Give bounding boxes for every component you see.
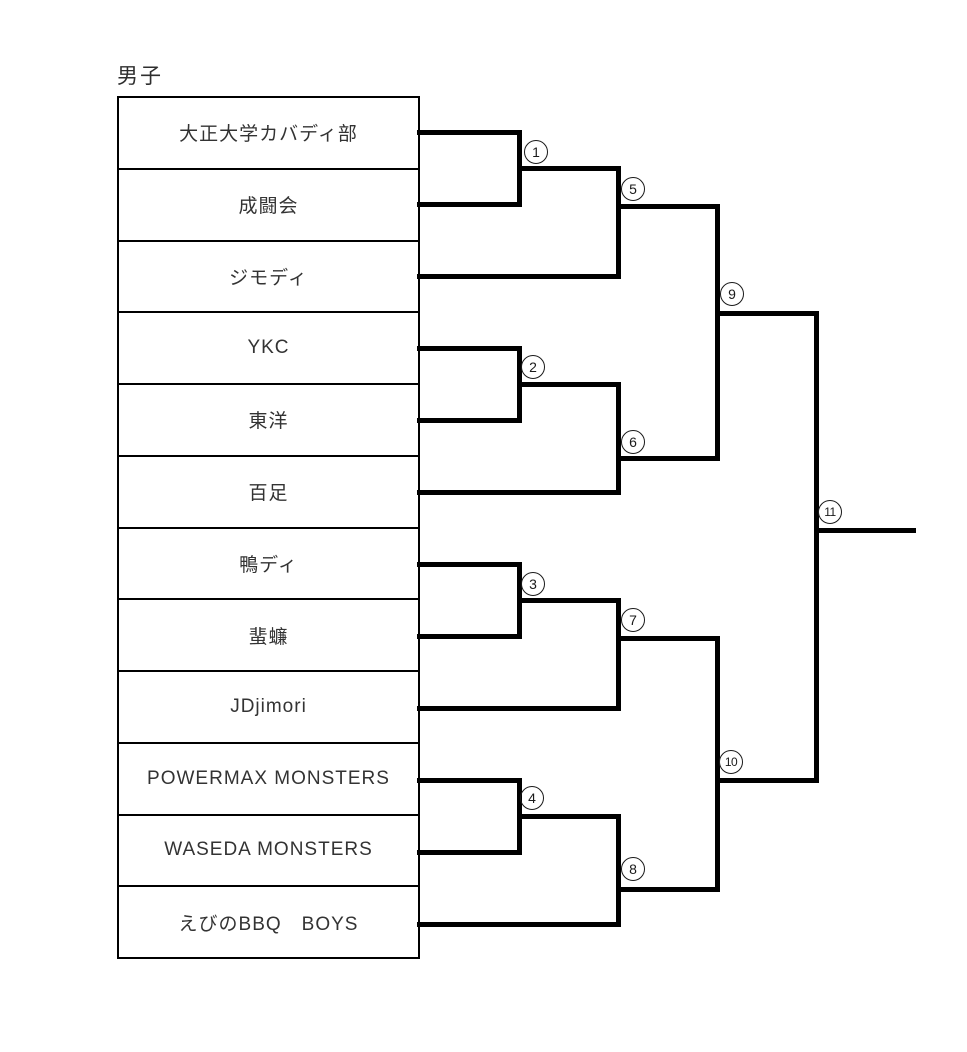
bracket-line xyxy=(615,455,720,461)
team-list: 大正大学カバディ部 成闘会 ジモディ YKC 東洋 百足 鴨ディ 蜚蠊 JDji… xyxy=(117,96,420,959)
bracket-line xyxy=(615,165,621,279)
bracket-line xyxy=(813,527,916,533)
match-3-label: 3 xyxy=(521,572,545,596)
team-row: 東洋 xyxy=(119,385,418,457)
bracket-line xyxy=(416,633,522,639)
bracket-line xyxy=(714,777,819,783)
team-row: WASEDA MONSTERS xyxy=(119,816,418,888)
bracket-line xyxy=(416,561,522,567)
bracket-line xyxy=(516,813,621,819)
bracket-line xyxy=(416,849,522,855)
bracket-line xyxy=(516,381,621,387)
match-10-label: 10 xyxy=(719,750,743,774)
bracket-line xyxy=(516,597,621,603)
bracket-line xyxy=(813,310,819,783)
match-6-label: 6 xyxy=(621,430,645,454)
bracket-title: 男子 xyxy=(117,65,163,88)
match-5-label: 5 xyxy=(621,177,645,201)
team-row: POWERMAX MONSTERS xyxy=(119,744,418,816)
team-row: ジモディ xyxy=(119,242,418,314)
match-4-label: 4 xyxy=(520,786,544,810)
bracket-line xyxy=(615,381,621,495)
match-9-label: 9 xyxy=(720,282,744,306)
bracket-line xyxy=(516,165,621,171)
match-2-label: 2 xyxy=(521,355,545,379)
bracket-line xyxy=(714,203,720,461)
bracket-line xyxy=(615,813,621,927)
match-7-label: 7 xyxy=(621,608,645,632)
bracket-line xyxy=(416,273,621,279)
team-row: えびのBBQ BOYS xyxy=(178,913,359,935)
bracket-line xyxy=(416,777,522,783)
bracket-line xyxy=(615,635,720,641)
bracket-line xyxy=(416,201,522,207)
bracket-line xyxy=(615,597,621,711)
team-row: YKC xyxy=(119,313,418,385)
team-row: 大正大学カバディ部 xyxy=(119,98,418,170)
match-8-label: 8 xyxy=(621,857,645,881)
match-11-label: 11 xyxy=(818,500,842,524)
bracket-line xyxy=(416,705,621,711)
bracket-line xyxy=(714,635,720,892)
bracket-line xyxy=(714,310,819,316)
bracket-line xyxy=(416,417,522,423)
bracket-line xyxy=(615,886,720,892)
team-row: 成闘会 xyxy=(119,170,418,242)
match-1-label: 1 xyxy=(524,140,548,164)
bracket-line xyxy=(416,129,522,135)
bracket-line xyxy=(416,345,522,351)
team-row: 鴨ディ xyxy=(119,529,418,601)
team-row: 蜚蠊 xyxy=(119,600,418,672)
bracket-line xyxy=(615,203,720,209)
bracket-line xyxy=(416,489,621,495)
bracket-line xyxy=(416,921,621,927)
team-row: 百足 xyxy=(119,457,418,529)
team-row: JDjimori xyxy=(119,672,418,744)
